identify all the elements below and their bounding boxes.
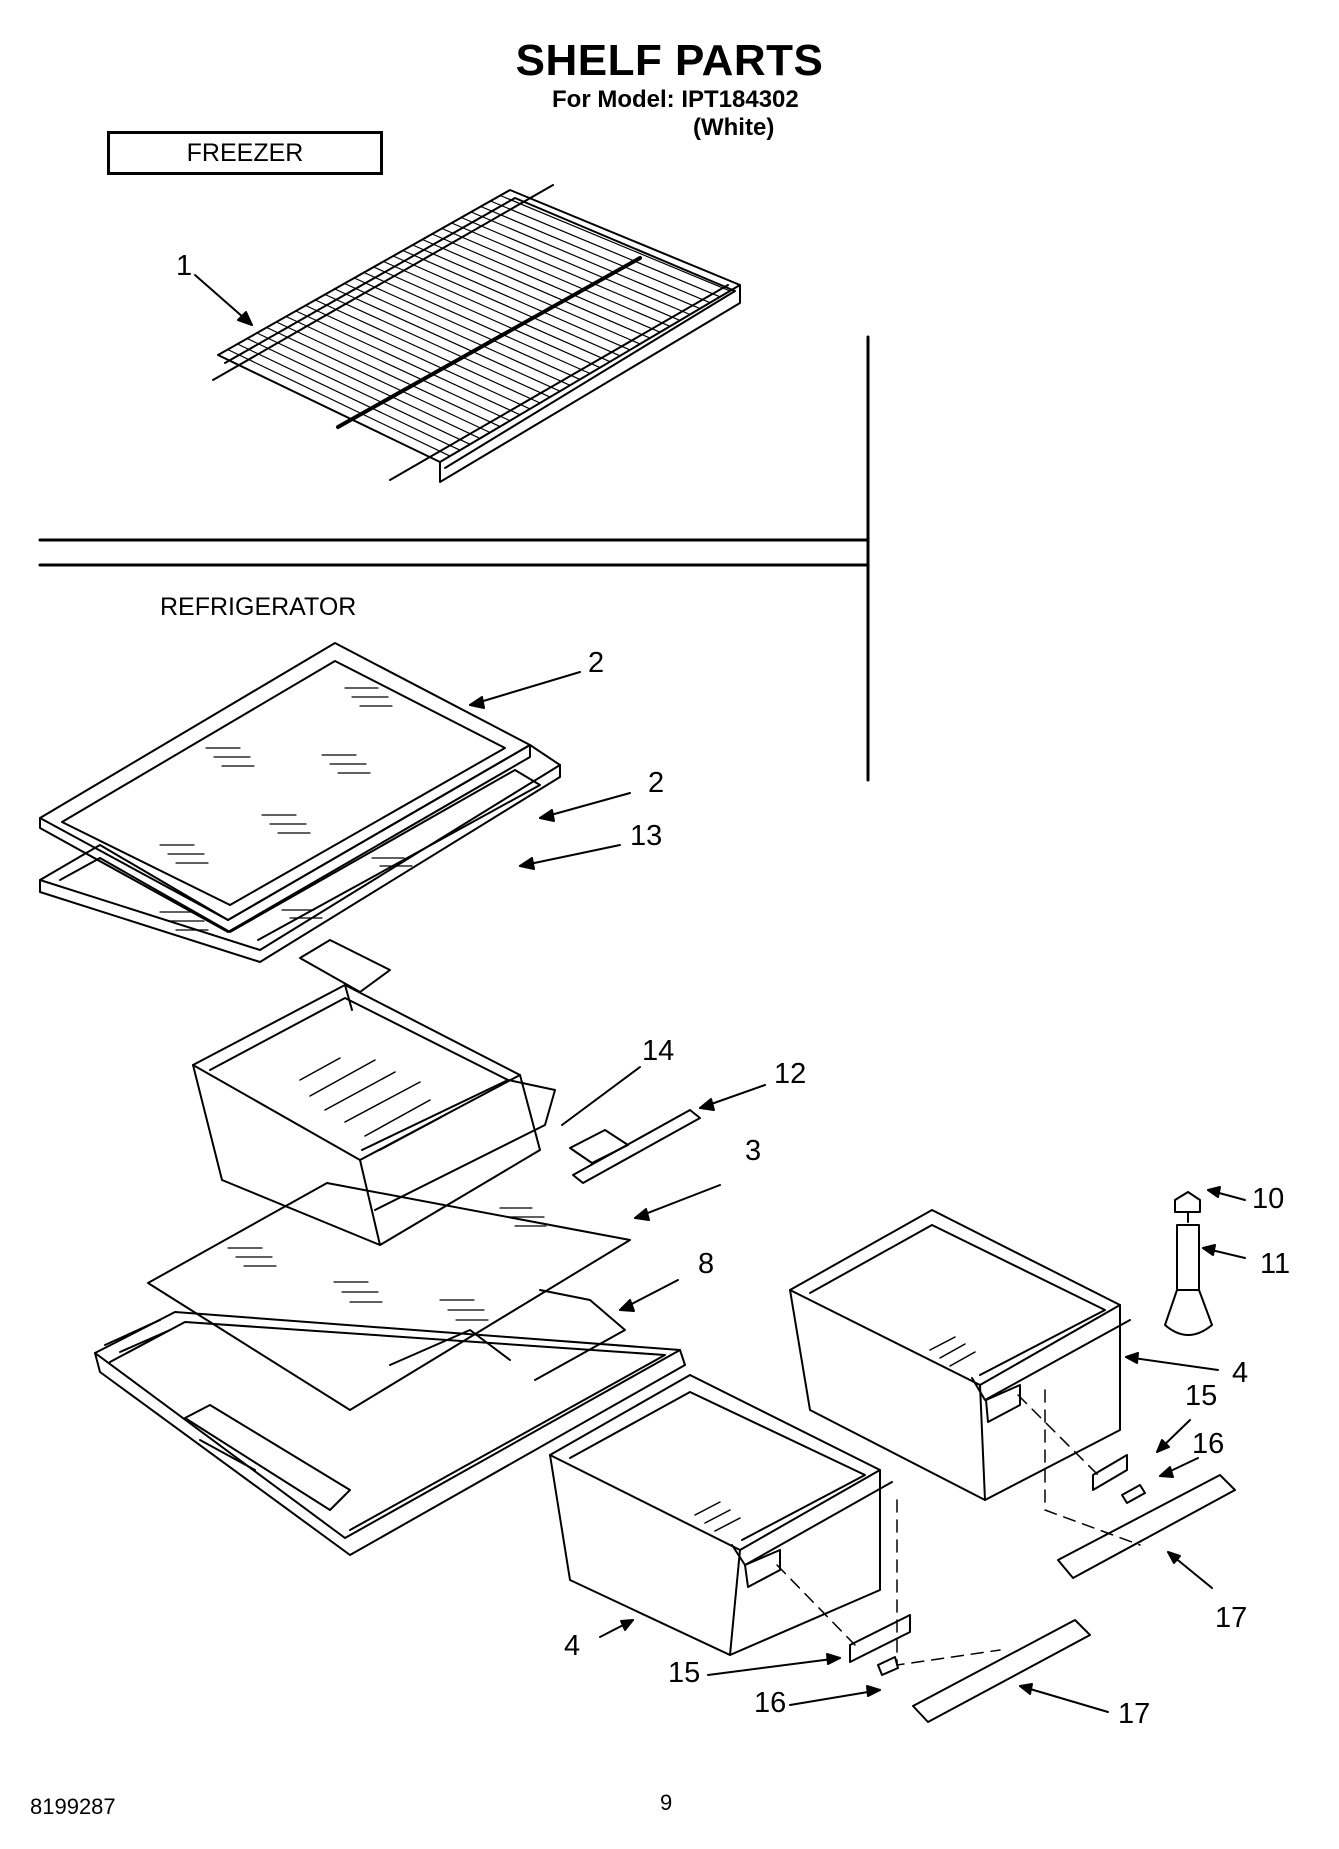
- page-number: 9: [660, 1790, 673, 1815]
- callout-16-left: 16: [754, 1687, 787, 1719]
- page-title: SHELF PARTS: [515, 36, 824, 85]
- color-line: (White): [693, 114, 775, 141]
- callout-15-left: 15: [668, 1657, 701, 1689]
- callout-16-right: 16: [1192, 1428, 1225, 1460]
- callout-12: 12: [774, 1058, 807, 1090]
- callout-13: 13: [630, 820, 663, 852]
- section-dividers: [40, 337, 868, 780]
- callout-17-right: 17: [1215, 1602, 1248, 1634]
- humidity-control: [1165, 1192, 1212, 1335]
- callout-4-left: 4: [564, 1630, 581, 1662]
- crisper-pan-left: [550, 1375, 892, 1655]
- callout-3: 3: [745, 1135, 762, 1167]
- crisper-pan-right: [790, 1210, 1130, 1500]
- callout-2-lower: 2: [648, 767, 665, 799]
- glass-shelf-lower: [40, 745, 560, 992]
- crisper-trim: [570, 1110, 700, 1183]
- alignment-dashes: [777, 1390, 1140, 1665]
- document-number: 8199287: [30, 1794, 116, 1819]
- callout-15-right: 15: [1185, 1380, 1218, 1412]
- crisper-frame: [95, 1290, 685, 1555]
- freezer-section-box: [107, 131, 383, 175]
- callout-8: 8: [698, 1248, 715, 1280]
- leader-arrows: [195, 275, 1245, 1712]
- callout-4-right: 4: [1232, 1357, 1249, 1389]
- model-line: For Model: IPT184302: [552, 86, 799, 113]
- deli-pan: [193, 985, 555, 1245]
- freezer-section-label: FREEZER: [186, 139, 304, 167]
- callout-10: 10: [1252, 1183, 1285, 1215]
- callout-1: 1: [176, 250, 193, 282]
- callout-14: 14: [642, 1035, 675, 1067]
- crisper-rails: [913, 1475, 1235, 1722]
- refrigerator-section-label: REFRIGERATOR: [160, 593, 357, 621]
- humidity-slides: [850, 1455, 1145, 1675]
- callout-2-upper: 2: [588, 647, 605, 679]
- callout-11: 11: [1260, 1248, 1291, 1280]
- crisper-glass-cover: [148, 1183, 630, 1410]
- freezer-wire-shelf: [213, 185, 740, 482]
- callout-17-left: 17: [1118, 1698, 1151, 1730]
